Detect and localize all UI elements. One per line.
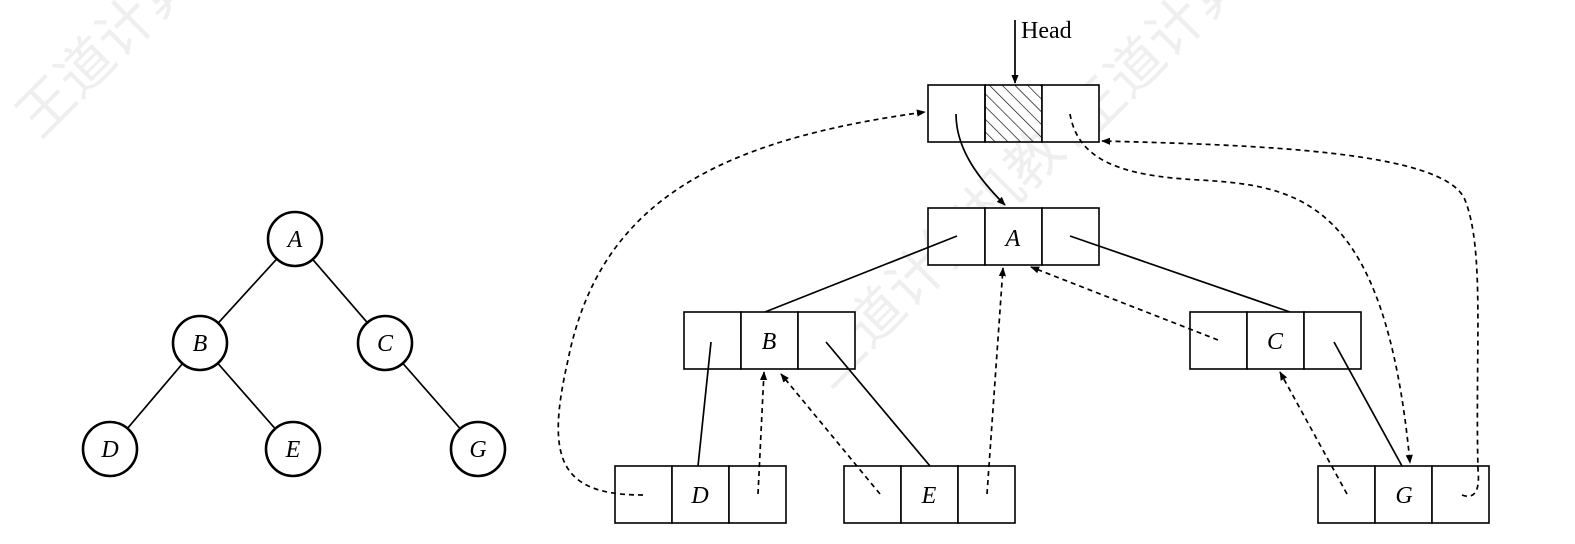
head-pointer: Head xyxy=(1011,18,1072,84)
thread-D-to-head xyxy=(557,109,926,496)
linked-node-B: B xyxy=(683,311,856,370)
link-A-right-to-C xyxy=(1069,235,1291,313)
tree-node-D: D xyxy=(81,420,139,478)
tree-node-A: A xyxy=(266,210,324,268)
head-label: Head xyxy=(1021,18,1072,44)
linked-node-label: C xyxy=(1267,329,1284,355)
node-rchild-cell xyxy=(1303,311,1362,370)
binary-tree: A B C D E G xyxy=(81,210,507,478)
thread-head-to-G xyxy=(1069,113,1413,464)
node-lchild-cell xyxy=(1189,311,1248,370)
linked-node-label: B xyxy=(762,329,777,355)
node-rchild-cell xyxy=(728,465,787,524)
linked-node-label: D xyxy=(690,483,708,509)
node-lchild-cell xyxy=(843,465,902,524)
link-B-left-to-D xyxy=(697,341,712,467)
linked-node-E: E xyxy=(843,465,1016,524)
head-data-cell xyxy=(984,84,1043,143)
tree-node-label: B xyxy=(193,331,208,357)
tree-node-C: C xyxy=(356,314,414,372)
linked-node-G: G xyxy=(1317,465,1490,524)
thread-G-to-C xyxy=(1279,371,1348,495)
tree-node-label: G xyxy=(469,437,486,463)
linked-node-head xyxy=(927,84,1100,143)
node-data-cell xyxy=(900,465,959,524)
node-lchild-cell xyxy=(1317,465,1376,524)
link-C-right-to-G xyxy=(1333,341,1403,467)
tree-node-label: A xyxy=(286,227,303,253)
link-head-to-A xyxy=(955,113,1006,206)
threaded-linked-list: Head A B C xyxy=(557,18,1490,524)
node-rchild-cell xyxy=(1431,465,1490,524)
tree-node-label: D xyxy=(100,437,118,463)
tree-node-B: B xyxy=(171,314,229,372)
head-rchild-cell xyxy=(1041,84,1100,143)
node-data-cell xyxy=(1374,465,1433,524)
node-rchild-cell xyxy=(957,465,1016,524)
thread-E-to-A xyxy=(986,267,1007,495)
linked-node-label: A xyxy=(1004,226,1021,252)
tree-node-E: E xyxy=(264,420,322,478)
node-lchild-cell xyxy=(683,311,742,370)
linked-node-D: D xyxy=(614,465,787,524)
tree-node-G: G xyxy=(449,420,507,478)
thread-C-to-A xyxy=(1030,266,1219,341)
thread-G-to-head xyxy=(1101,137,1480,498)
thread-D-to-B xyxy=(757,371,768,495)
tree-node-label: E xyxy=(285,437,301,463)
linked-node-A: A xyxy=(927,207,1100,266)
watermark-text-1: 王道计算机教育 xyxy=(4,0,327,150)
linked-node-label: G xyxy=(1395,483,1412,509)
link-B-right-to-E xyxy=(825,341,931,467)
linked-node-C: C xyxy=(1189,311,1362,370)
node-data-cell xyxy=(1246,311,1305,370)
thread-E-to-B xyxy=(780,373,881,495)
head-lchild-cell xyxy=(927,84,986,143)
link-A-left-to-B xyxy=(764,235,958,313)
tree-node-label: C xyxy=(377,331,394,357)
watermark-text-3: 王道计算机教育 xyxy=(1054,0,1377,150)
node-data-cell xyxy=(740,311,799,370)
linked-node-label: E xyxy=(921,483,937,509)
node-rchild-cell xyxy=(797,311,856,370)
